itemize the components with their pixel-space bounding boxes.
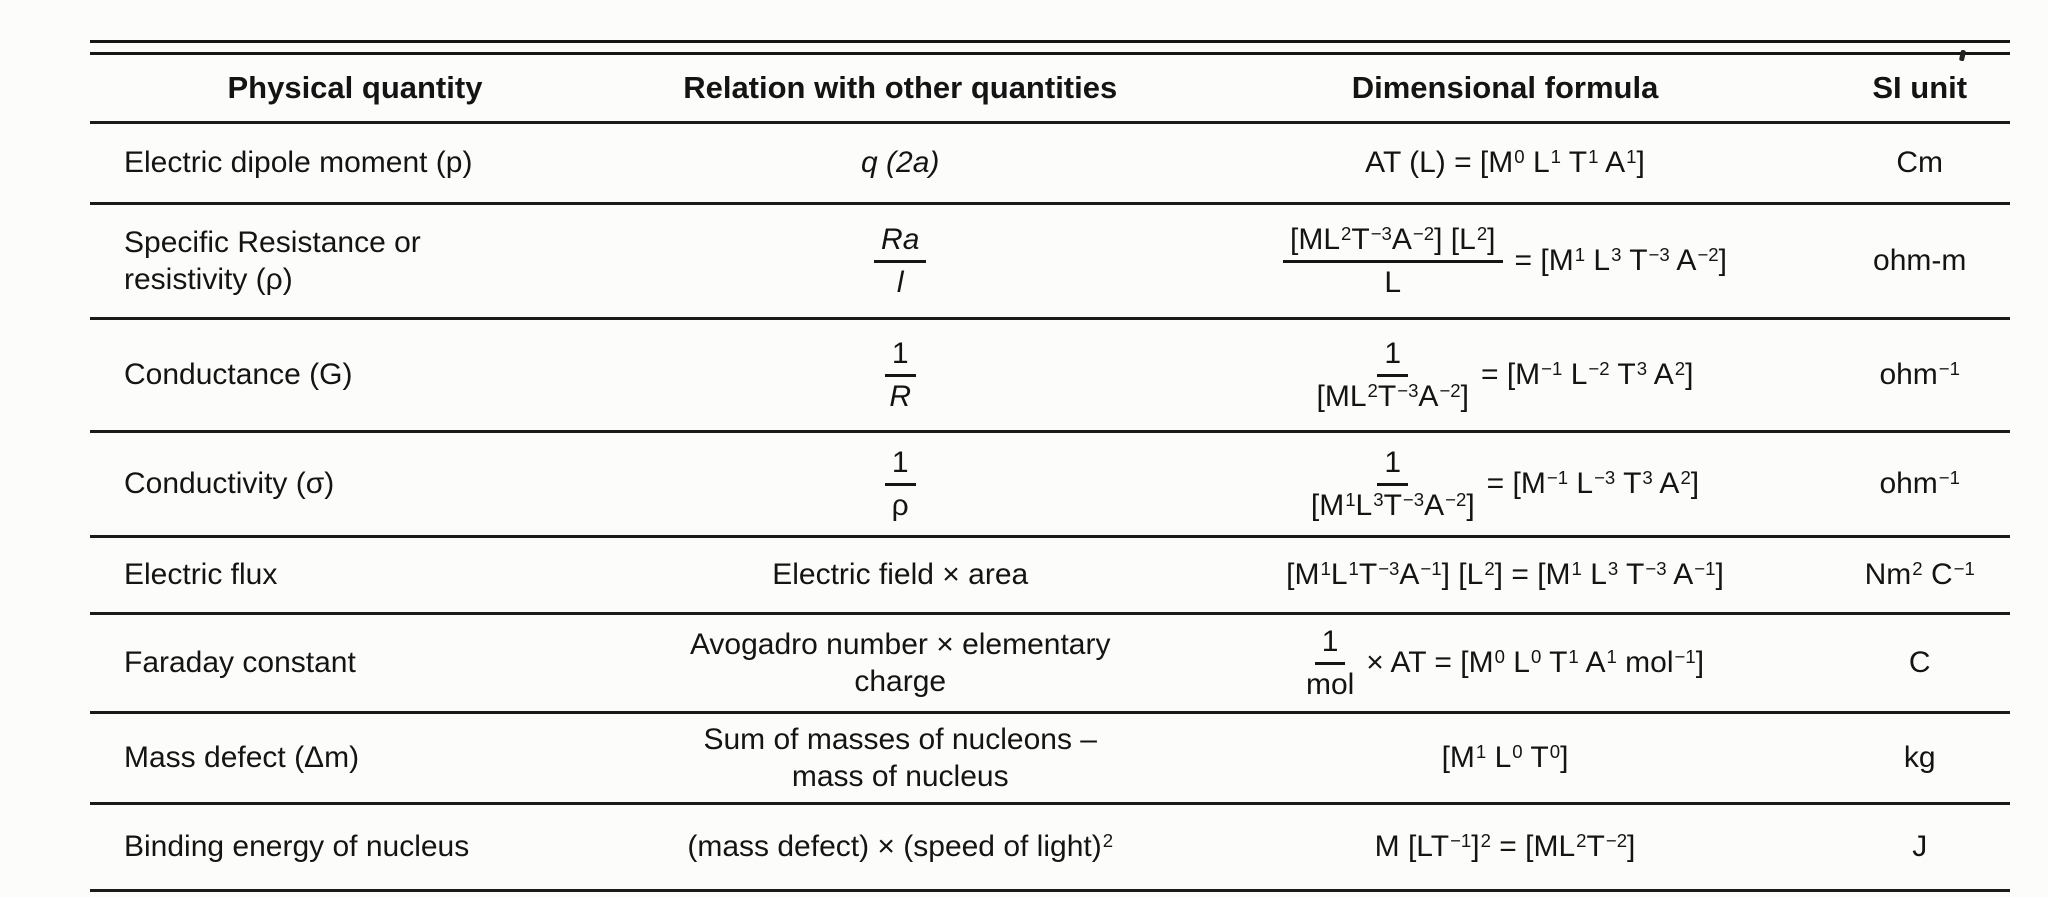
fraction-denominator: L <box>1384 266 1402 299</box>
cell-si-unit: kg <box>1903 741 1936 775</box>
formula-expression: [ML2T−3A−2] [L2] L = [M1 L3 T−3 A−2] <box>1181 223 1830 299</box>
header-relation: Relation with other quantities <box>683 69 1118 105</box>
cell-quantity: Conductivity (σ) <box>124 467 335 501</box>
formula-result: × AT = [M0 L0 T1 A1 mol−1] <box>1366 645 1705 680</box>
cell-quantity: Electric dipole moment (p) <box>124 146 473 180</box>
fraction-denominator: R <box>889 380 912 413</box>
fraction-denominator: l <box>896 266 904 299</box>
formula-result: = [M1 L3 T−3 A−2] <box>1514 243 1727 278</box>
formula-fraction: 1 mol <box>1306 625 1354 701</box>
fraction-denominator: mol <box>1305 668 1355 701</box>
relation-fraction: 1 ρ <box>884 446 916 522</box>
fraction-denominator: [ML2T−3A−2] <box>1316 379 1469 413</box>
relation-line-1: Sum of masses of nucleons – <box>703 722 1097 756</box>
cell-si-unit: Cm <box>1896 146 1944 180</box>
table-row-mass-defect: Mass defect (Δm) Sum of masses of nucleo… <box>90 714 2010 805</box>
fraction-numerator: [ML2T−3A−2] [L2] <box>1283 223 1503 263</box>
formula-fraction: [ML2T−3A−2] [L2] L <box>1283 223 1503 299</box>
header-physical-quantity: Physical quantity <box>227 69 483 105</box>
cell-si-unit: ohm−1 <box>1879 466 1960 501</box>
table-top-double-rule <box>90 40 2010 55</box>
cell-relation: Sum of masses of nucleons – mass of nucl… <box>620 721 1181 796</box>
fraction-numerator: 1 <box>1377 337 1409 377</box>
formula-expression: 1 [M1L3T−3A−2] = [M−1 L−3 T3 A2] <box>1181 446 1830 522</box>
cell-relation: (mass defect) × (speed of light)2 <box>687 829 1114 864</box>
fraction-numerator: Ra <box>874 223 927 263</box>
fraction-numerator: 1 <box>884 446 916 486</box>
cell-quantity: Mass defect (Δm) <box>124 741 360 775</box>
cell-quantity: Binding energy of nucleus <box>124 830 470 864</box>
formula-expression: 1 [ML2T−3A−2] = [M−1 L−2 T3 A2] <box>1181 337 1830 413</box>
cell-dimensional-formula: M [LT−1]2 = [ML2T−2] <box>1374 829 1636 864</box>
cell-relation: 1 R <box>620 337 1181 413</box>
formula-fraction: 1 [M1L3T−3A−2] <box>1311 446 1475 522</box>
formula-fraction: 1 [ML2T−3A−2] <box>1317 337 1469 413</box>
header-dimensional-formula: Dimensional formula <box>1351 69 1659 105</box>
cell-dimensional-formula: [M1 L0 T0] <box>1441 740 1569 775</box>
cell-dimensional-formula: AT (L) = [M0 L1 T1 A1] <box>1365 145 1645 180</box>
header-si-unit: SI unit <box>1872 69 1968 105</box>
table-row-electric-dipole-moment: Electric dipole moment (p) q (2a) AT (L)… <box>90 124 2010 205</box>
formula-result: = [M−1 L−3 T3 A2] <box>1486 466 1700 501</box>
quantity-line-2: resistivity (ρ) <box>124 263 293 296</box>
table-row-conductivity: Conductivity (σ) 1 ρ 1 [M1L3T−3A−2] = [M… <box>90 433 2010 538</box>
cell-si-unit: Nm2 C−1 <box>1864 557 1975 592</box>
fraction-numerator: 1 <box>1314 625 1346 665</box>
fraction-denominator: [M1L3T−3A−2] <box>1310 488 1475 522</box>
cell-relation: 1 ρ <box>620 446 1181 522</box>
table-row-binding-energy: Binding energy of nucleus (mass defect) … <box>90 805 2010 892</box>
fraction-numerator: 1 <box>884 337 916 377</box>
cell-relation: Avogadro number × elementary charge <box>620 626 1181 701</box>
relation-fraction: 1 R <box>884 337 916 413</box>
relation-line-2: mass of nucleus <box>791 760 1009 793</box>
table-row-faraday-constant: Faraday constant Avogadro number × eleme… <box>90 615 2010 714</box>
cell-dimensional-formula: 1 [ML2T−3A−2] = [M−1 L−2 T3 A2] <box>1181 337 1830 413</box>
table-row-conductance: Conductance (G) 1 R 1 [ML2T−3A−2] = [M−1… <box>90 320 2010 433</box>
cell-dimensional-formula: 1 mol × AT = [M0 L0 T1 A1 mol−1] <box>1181 625 1830 701</box>
cell-dimensional-formula: [M1L1T−3A−1] [L2] = [M1 L3 T−3 A−1] <box>1286 557 1724 592</box>
cell-si-unit: C <box>1908 646 1931 680</box>
formula-result: = [M−1 L−2 T3 A2] <box>1480 357 1694 392</box>
table-header-row: Physical quantity Relation with other qu… <box>90 55 2010 124</box>
formula-expression: 1 mol × AT = [M0 L0 T1 A1 mol−1] <box>1181 625 1830 701</box>
dimensional-formula-table: Physical quantity Relation with other qu… <box>90 40 2010 892</box>
cell-relation: Ra l <box>620 223 1181 299</box>
cell-si-unit: ohm−1 <box>1879 357 1960 392</box>
cell-si-unit: ohm-m <box>1873 244 1967 278</box>
cell-quantity: Faraday constant <box>124 646 356 680</box>
relation-line-2: charge <box>854 665 947 698</box>
cell-quantity: Specific Resistance or resistivity (ρ) <box>90 224 620 299</box>
relation-line-1: Avogadro number × elementary <box>689 627 1111 661</box>
cell-quantity: Conductance (G) <box>124 358 353 392</box>
cell-quantity: Electric flux <box>124 558 278 592</box>
table-row-electric-flux: Electric flux Electric field × area [M1L… <box>90 538 2010 615</box>
fraction-denominator: ρ <box>891 489 909 522</box>
cell-dimensional-formula: 1 [M1L3T−3A−2] = [M−1 L−3 T3 A2] <box>1181 446 1830 522</box>
fraction-numerator: 1 <box>1377 446 1409 486</box>
cell-dimensional-formula: [ML2T−3A−2] [L2] L = [M1 L3 T−3 A−2] <box>1181 223 1830 299</box>
quantity-line-1: Specific Resistance or <box>124 225 421 259</box>
cell-relation: Electric field × area <box>772 558 1029 592</box>
cell-relation: q (2a) <box>861 146 940 180</box>
table-row-specific-resistance: Specific Resistance or resistivity (ρ) R… <box>90 205 2010 320</box>
relation-fraction: Ra l <box>874 223 927 299</box>
cell-si-unit: J <box>1912 830 1928 864</box>
